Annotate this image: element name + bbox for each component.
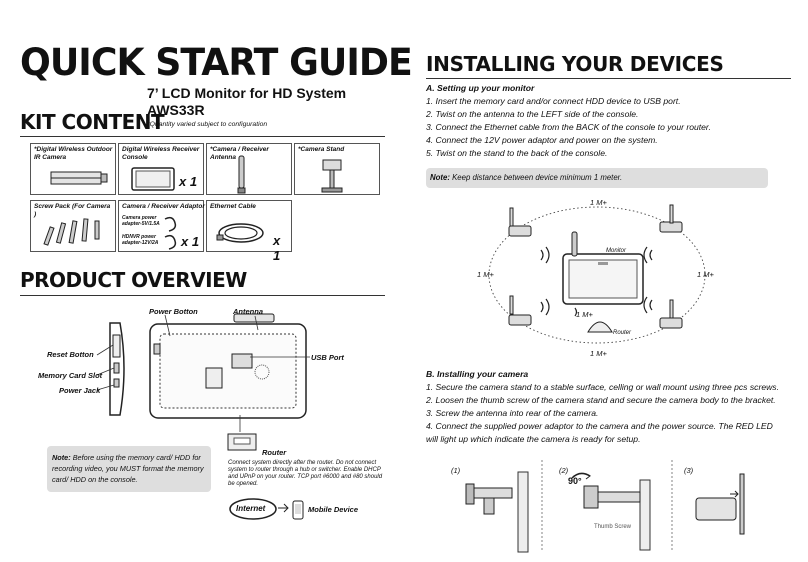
- internet-cloud-icon: [229, 498, 277, 520]
- adaptor-sub-1: Camera power adapter-5V/1.5A: [122, 215, 160, 227]
- kit-item-label: Digital Wireless Receiver Console: [122, 146, 200, 161]
- kit-item-label: Screw Pack (For Camera ): [34, 203, 111, 218]
- mobile-device-label: Mobile Device: [308, 505, 359, 514]
- section-b-step-4: 4. Connect the supplied power adaptor to…: [426, 421, 773, 431]
- kit-item-label: *Digital Wireless Outdoor IR Camera: [34, 146, 113, 161]
- screws-illustration-icon: [43, 218, 100, 246]
- section-a-step-2: 2. Twist on the antenna to the LEFT side…: [426, 109, 639, 119]
- kit-item-adaptor: Camera / Receiver Adaptor Camera power a…: [118, 200, 205, 252]
- section-a-step-1: 1. Insert the memory card and/or connect…: [426, 96, 681, 106]
- router-label: Router: [262, 448, 287, 457]
- kit-item-stand: *Camera Stand: [294, 143, 380, 195]
- monitor-label: Monitor: [606, 248, 627, 254]
- distance-right: 1 M+: [697, 270, 714, 279]
- kit-content-heading: KIT CONTENT: [20, 110, 165, 134]
- callout-memory-card-slot: Memory Card Slot: [38, 371, 103, 380]
- connection-arrow-icon: [278, 503, 289, 513]
- section-b-title: B. Installing your camera: [426, 369, 529, 379]
- ethernet-cable-icon: [216, 223, 264, 243]
- section-a-title: A. Setting up your monitor: [426, 83, 535, 93]
- kit-rule: [20, 136, 385, 137]
- console-side-view: [109, 322, 125, 416]
- section-b-step-3: 3. Screw the antenna into rear of the ca…: [426, 408, 599, 418]
- overview-rule: [20, 295, 385, 296]
- memory-note: [47, 446, 211, 492]
- installing-rule: [426, 78, 791, 79]
- kit-qty: x 1: [273, 233, 281, 263]
- figure-label-1: (1): [451, 466, 461, 475]
- distance-center: 1 M+: [576, 310, 593, 319]
- section-a-step-3: 3. Connect the Ethernet cable from the B…: [426, 122, 711, 132]
- callout-antenna: Antenna: [233, 307, 263, 316]
- kit-item-screw-pack: Screw Pack (For Camera ): [30, 200, 116, 252]
- stand-illustration-icon: [321, 159, 343, 193]
- kit-item-camera: *Digital Wireless Outdoor IR Camera: [30, 143, 116, 195]
- distance-note-text-box: Note: Keep distance between device minim…: [430, 173, 622, 182]
- thumb-screw-label: Thumb Screw: [594, 524, 632, 530]
- callout-usb-port: USB Port: [311, 353, 344, 362]
- distance-left: 1 M+: [477, 270, 494, 279]
- section-b-step-5: will light up which indicate the camera …: [426, 434, 641, 444]
- callout-power-button: Power Botton: [149, 307, 198, 316]
- antenna-illustration-icon: [237, 155, 246, 194]
- kit-qty: x 1: [179, 174, 198, 189]
- angle-label: 90°: [568, 476, 582, 486]
- kit-item-antenna: *Camera / Receiver Antenna: [206, 143, 292, 195]
- distance-note-label: Note:: [430, 173, 450, 182]
- memory-note-text: Before using the memory card/ HDD for re…: [52, 453, 204, 484]
- adaptor-sub-2: HDNVR power adapter-12V/2A: [122, 234, 159, 246]
- mobile-device-icon: [292, 500, 304, 520]
- section-b-step-2: 2. Loosen the thumb screw of the camera …: [426, 395, 776, 405]
- kit-item-label: Camera / Receiver Adaptor: [122, 203, 205, 210]
- kit-item-ethernet: Ethernet Cable x 1: [206, 200, 292, 263]
- distance-top: 1 M+: [590, 198, 607, 207]
- kit-qty: x 1: [181, 234, 200, 249]
- section-b-step-1: 1. Secure the camera stand to a stable s…: [426, 382, 779, 392]
- kit-item-label: Ethernet Cable: [210, 203, 256, 210]
- figure-label-2: (2): [559, 466, 569, 475]
- guide-title: QUICK START GUIDE: [20, 41, 413, 84]
- distance-note-text: Keep distance between device minimum 1 m…: [452, 173, 623, 182]
- router-diagram-label: Router: [613, 330, 632, 336]
- router-note: Connect system directly after the router…: [228, 460, 383, 487]
- section-a-step-5: 5. Twist on the stand to the back of the…: [426, 148, 608, 158]
- console-back-view: [149, 313, 307, 419]
- adaptor-illustration-icon: [164, 216, 177, 250]
- console-illustration-icon: [131, 167, 175, 191]
- figure-label-3: (3): [684, 466, 694, 475]
- model-line-2: AWS33R: [147, 102, 205, 118]
- model-line-1: 7’ LCD Monitor for HD System: [147, 85, 347, 101]
- callout-power-jack: Power Jack: [59, 386, 101, 395]
- kit-item-console: Digital Wireless Receiver Console x 1: [118, 143, 204, 195]
- internet-label: Internet: [236, 504, 266, 513]
- product-overview-heading: PRODUCT OVERVIEW: [20, 268, 247, 292]
- distance-bottom: 1 M+: [590, 349, 607, 358]
- kit-item-label: *Camera Stand: [298, 146, 345, 153]
- distance-note: [426, 168, 768, 188]
- installing-heading: INSTALLING YOUR DEVICES: [426, 52, 724, 76]
- section-a-step-4: 4. Connect the 12V power adaptor and pow…: [426, 135, 658, 145]
- router-icon: [227, 433, 257, 451]
- memory-note-text-box: Note: Before using the memory card/ HDD …: [52, 452, 210, 485]
- camera-illustration-icon: [50, 171, 108, 185]
- memory-note-label: Note:: [52, 453, 71, 462]
- variation-note: *Quantity varied subject to configuratio…: [147, 121, 268, 128]
- kit-item-label: *Camera / Receiver Antenna: [210, 146, 269, 161]
- callout-reset-button: Reset Botton: [47, 350, 94, 359]
